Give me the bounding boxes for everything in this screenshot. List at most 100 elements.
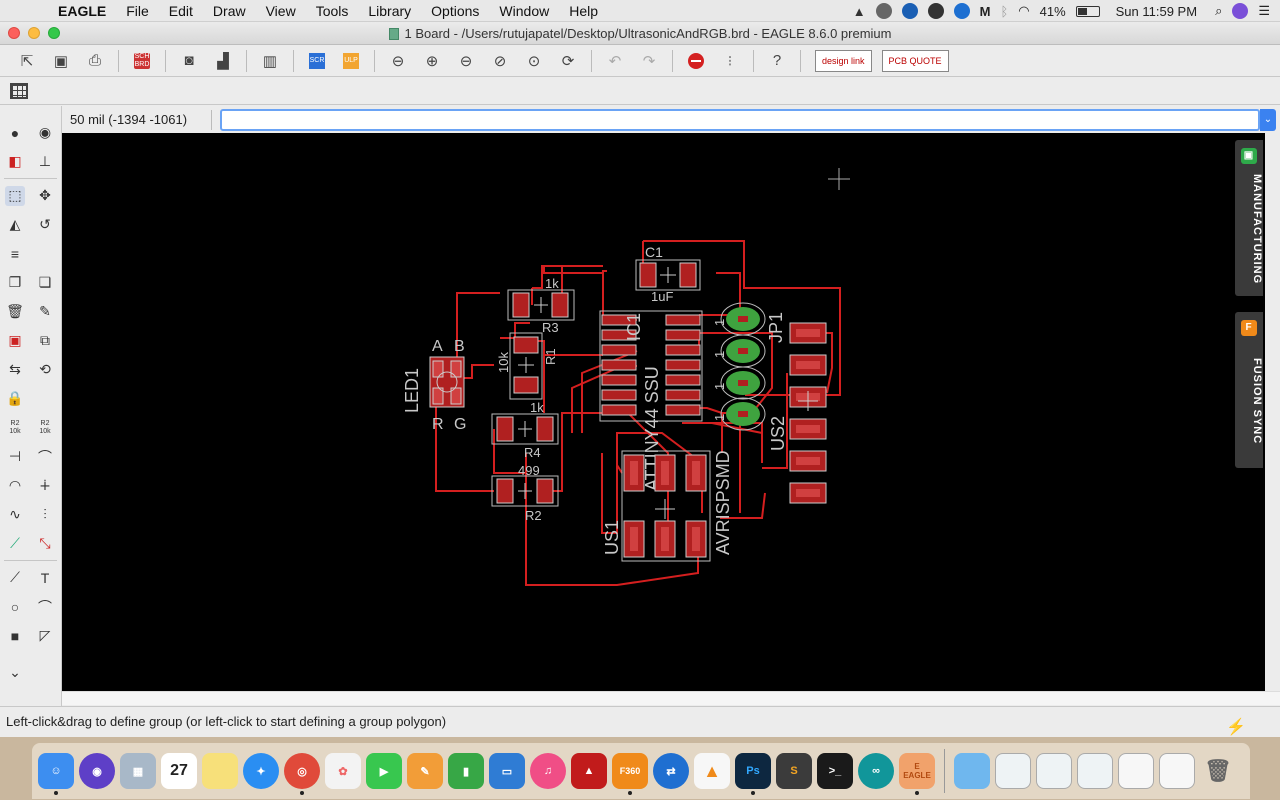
zoom-in-icon[interactable]: ⊕ <box>425 52 439 70</box>
maximize-window-button[interactable] <box>48 27 60 39</box>
eagle-window-icon[interactable] <box>1159 753 1195 789</box>
chrome-icon[interactable]: ◎ <box>284 753 320 795</box>
autocad-icon[interactable]: ▲ <box>571 753 607 789</box>
menu-edit[interactable]: Edit <box>168 2 193 19</box>
arduino-window-icon[interactable] <box>1036 753 1072 789</box>
lightning-icon[interactable]: ⚡ <box>1226 719 1246 736</box>
replace-part-icon[interactable]: ⧉ <box>40 332 50 348</box>
part-r1[interactable]: 10k R1 <box>496 332 558 400</box>
siri-icon[interactable] <box>1232 3 1249 19</box>
photoshop-icon[interactable]: Ps <box>735 753 771 795</box>
zoom-to-fit-icon[interactable]: ⊖ <box>391 52 405 70</box>
zoom-out-icon[interactable]: ⊖ <box>459 52 473 70</box>
itunes-icon[interactable]: ♫ <box>530 753 566 789</box>
redo-icon[interactable]: ↷ <box>642 52 656 70</box>
manufacturing-icon[interactable]: ▟ <box>217 52 229 70</box>
route-tool-icon[interactable]: ∿ <box>9 506 21 522</box>
spotlight-search-icon[interactable]: ⌕ <box>1215 3 1223 18</box>
cam-processor-icon[interactable]: ◙ <box>184 52 194 69</box>
vlc-tray-icon[interactable]: ▲ <box>852 3 866 19</box>
stop-command-button[interactable] <box>681 48 711 74</box>
move-tool-icon[interactable]: ✥ <box>39 187 51 203</box>
notes-icon[interactable] <box>202 753 238 789</box>
align-tool-icon[interactable]: ≡ <box>10 245 20 262</box>
go-icon[interactable]: ⁝ <box>727 52 733 70</box>
part-r2[interactable]: 499 R2 <box>491 463 559 523</box>
library-icon[interactable]: ▥ <box>262 52 278 70</box>
design-link-button[interactable]: design link <box>815 49 872 72</box>
save-icon[interactable]: ▣ <box>53 52 69 70</box>
menu-help[interactable]: Help <box>569 2 599 19</box>
optimize-tool-icon[interactable]: ◠ <box>8 477 22 493</box>
part-us2[interactable]: US2 <box>768 322 827 504</box>
text-tool-icon[interactable]: T <box>40 569 50 586</box>
more-tools-chevron-icon[interactable]: ⌄ <box>9 664 21 680</box>
sublime-text-icon[interactable]: S <box>776 753 812 789</box>
script-button[interactable]: SCR <box>302 48 332 74</box>
wifi-icon[interactable]: ◠ <box>1018 3 1030 18</box>
undo-icon[interactable]: ↶ <box>608 52 622 70</box>
info-icon[interactable]: ● <box>10 124 20 141</box>
close-window-button[interactable] <box>8 27 20 39</box>
bluetooth-icon[interactable]: ᛒ <box>1000 3 1009 19</box>
meander-icon[interactable]: ∔ <box>39 477 51 493</box>
copy-tool-icon[interactable]: ❐ <box>8 274 22 290</box>
line-tool-icon[interactable]: ⟋ <box>10 569 20 585</box>
part-led1[interactable]: A B R G LED1 <box>402 338 466 433</box>
autoroute-icon[interactable]: ⤡ <box>39 535 51 551</box>
arduino-icon[interactable]: ∞ <box>858 753 894 789</box>
vlc-icon[interactable]: ▲ <box>694 753 730 789</box>
command-history-dropdown[interactable]: ⌄ <box>1260 108 1276 131</box>
group-tool-icon[interactable]: ⬚ <box>5 185 25 206</box>
pcb-quote-button[interactable]: PCB QUOTE <box>881 49 949 72</box>
siri-dock-icon[interactable]: ◉ <box>79 753 115 789</box>
lock-rotate-icon[interactable]: ⟲ <box>39 361 51 377</box>
menu-draw[interactable]: Draw <box>212 2 246 19</box>
photos-icon[interactable]: ✿ <box>325 753 361 789</box>
zoom-previous-icon[interactable]: ⊙ <box>527 52 541 70</box>
part-jp1[interactable]: 1 1 1 1 JP1 <box>712 302 786 431</box>
mirror-tool-icon[interactable]: ◭ <box>9 216 21 232</box>
battery-icon[interactable] <box>1075 5 1100 17</box>
safari-icon[interactable]: ✦ <box>243 753 279 789</box>
teamviewer-icon[interactable]: ⇄ <box>653 753 689 789</box>
menu-app-name[interactable]: EAGLE <box>58 2 107 19</box>
numbers-icon[interactable]: ▮ <box>448 753 484 789</box>
trash-icon[interactable]: 🗑 <box>1204 758 1232 783</box>
lock-icon[interactable]: 🔒 <box>6 390 24 406</box>
rotate-tool-icon[interactable]: ↺ <box>39 216 51 232</box>
wrench-tool-icon[interactable]: ✎ <box>39 303 51 319</box>
route-single-icon[interactable]: ⟋ <box>10 535 20 551</box>
manufacturing-tab[interactable]: ▣ MANUFACTURING <box>1235 140 1263 296</box>
board-canvas[interactable]: C1 1uF 1k R3 10k R1 <box>62 133 1265 691</box>
open-file-icon[interactable]: ⇱ <box>20 52 34 70</box>
menu-tools[interactable]: Tools <box>315 2 349 19</box>
cloud-tray-icon[interactable] <box>953 3 970 19</box>
preview-icon[interactable]: ▦ <box>120 753 156 789</box>
keynote-icon[interactable]: ▭ <box>489 753 525 789</box>
eagle-window-icon[interactable] <box>1118 753 1154 789</box>
terminal-icon[interactable]: >_ <box>817 753 853 789</box>
sync-tray-icon[interactable] <box>927 3 944 19</box>
split-tool-icon[interactable]: ⊣ <box>8 448 22 464</box>
fusion-sync-tab[interactable]: F FUSION SYNC <box>1235 312 1263 468</box>
swap-icon[interactable]: ⇆ <box>9 361 21 377</box>
redraw-icon[interactable]: ⟳ <box>561 52 575 70</box>
menu-file[interactable]: File <box>126 2 149 19</box>
calendar-icon[interactable]: 27 <box>161 753 197 789</box>
paste-tool-icon[interactable]: ❏ <box>38 274 52 290</box>
downloads-folder-icon[interactable] <box>954 753 990 789</box>
notification-center-icon[interactable]: ☰ <box>1258 3 1270 18</box>
creative-cloud-tray-icon[interactable] <box>875 3 892 19</box>
pages-icon[interactable]: ✎ <box>407 753 443 789</box>
arc-tool-icon[interactable]: ⌒ <box>38 598 52 615</box>
command-line-input[interactable] <box>220 108 1260 131</box>
arduino-window-icon[interactable] <box>995 753 1031 789</box>
circle-tool-icon[interactable]: ○ <box>10 598 20 615</box>
print-icon[interactable]: ⎙ <box>88 52 101 69</box>
add-part-icon[interactable]: ▣ <box>8 332 22 348</box>
teamviewer-tray-icon[interactable] <box>901 3 918 19</box>
